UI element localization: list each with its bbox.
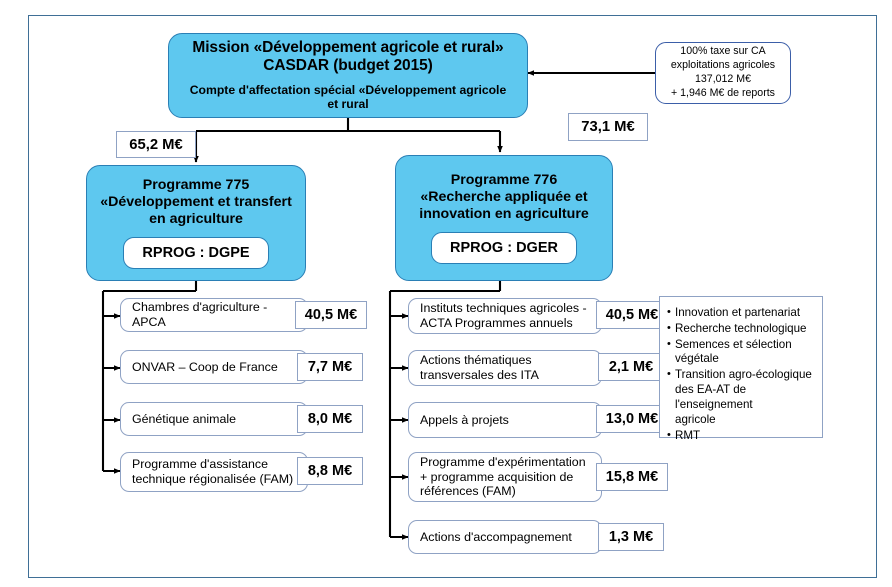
mission-subtitle: Compte d'affectation spécial «Développem… [189,82,507,112]
item-776-1: Instituts techniques agricoles - ACTA Pr… [408,298,602,334]
funding-source-box: 100% taxe sur CA exploitations agricoles… [655,42,791,104]
item-776-5: Actions d'accompagnement [408,520,602,554]
item-776-2-amount: 2,1 M€ [598,353,664,381]
item-776-4-amount: 15,8 M€ [596,463,668,491]
item-775-2: ONVAR – Coop de France [120,350,308,384]
theme-item-1: Innovation et partenariat [667,305,816,321]
mission-title-line1: Mission «Développement agricole et rural… [192,39,504,57]
mission-box: Mission «Développement agricole et rural… [168,33,528,118]
item-775-4-label: Programme d'assistance technique régiona… [132,457,294,486]
themes-list: Innovation et partenariat Recherche tech… [667,305,816,444]
themes-panel: Innovation et partenariat Recherche tech… [659,296,823,442]
funding-source-line2: exploitations agricoles [670,59,776,72]
item-775-4: Programme d'assistance technique régiona… [120,452,308,492]
funding-source-line4: + 1,946 M€ de reports [671,86,775,99]
item-776-1-amount: 40,5 M€ [596,301,668,329]
programme-776-box: Programme 776 «Recherche appliquée et in… [395,155,613,281]
item-776-4: Programme d'expérimentation + programme … [408,452,602,502]
item-776-5-amount: 1,3 M€ [598,523,664,551]
theme-item-2: Recherche technologique [667,321,816,337]
theme-item-5: RMT [667,428,816,444]
item-775-4-amount: 8,8 M€ [297,457,363,485]
item-775-3-amount: 8,0 M€ [297,405,363,433]
item-776-2-label: Actions thématiques transversales des IT… [420,353,539,382]
item-776-2: Actions thématiques transversales des IT… [408,350,602,386]
item-775-3-label: Génétique animale [132,411,237,426]
mission-title-line2: CASDAR (budget 2015) [263,57,433,75]
item-776-3: Appels à projets [408,402,602,438]
item-776-3-amount: 13,0 M€ [596,405,668,433]
programme-776-rprog: RPROG : DGER [431,232,577,265]
allocation-amount-775: 65,2 M€ [116,131,196,158]
programme-775-rprog: RPROG : DGPE [123,237,269,270]
item-776-4-label: Programme d'expérimentation + programme … [420,454,586,499]
allocation-amount-776: 73,1 M€ [568,113,648,141]
funding-source-line3: 137,012 M€ [695,73,751,85]
item-775-2-label: ONVAR – Coop de France [132,359,278,374]
programme-776-title: Programme 776 «Recherche appliquée et in… [419,171,589,223]
programme-775-title: Programme 775 «Développement et transfer… [100,176,292,228]
funding-source-line1: 100% taxe sur CA [680,45,766,58]
item-775-1-amount: 40,5 M€ [295,301,367,329]
item-775-3: Génétique animale [120,402,308,436]
theme-item-4: Transition agro-écologique des EA-AT de … [667,367,816,427]
item-776-3-label: Appels à projets [420,412,509,427]
item-775-2-amount: 7,7 M€ [297,353,363,381]
theme-item-3: Semences et sélection végétale [667,337,816,368]
programme-775-box: Programme 775 «Développement et transfer… [86,165,306,281]
item-775-1: Chambres d'agriculture - APCA [120,298,308,332]
item-776-5-label: Actions d'accompagnement [420,529,572,544]
item-776-1-label: Instituts techniques agricoles - ACTA Pr… [420,301,587,330]
item-775-1-label: Chambres d'agriculture - APCA [132,300,268,329]
